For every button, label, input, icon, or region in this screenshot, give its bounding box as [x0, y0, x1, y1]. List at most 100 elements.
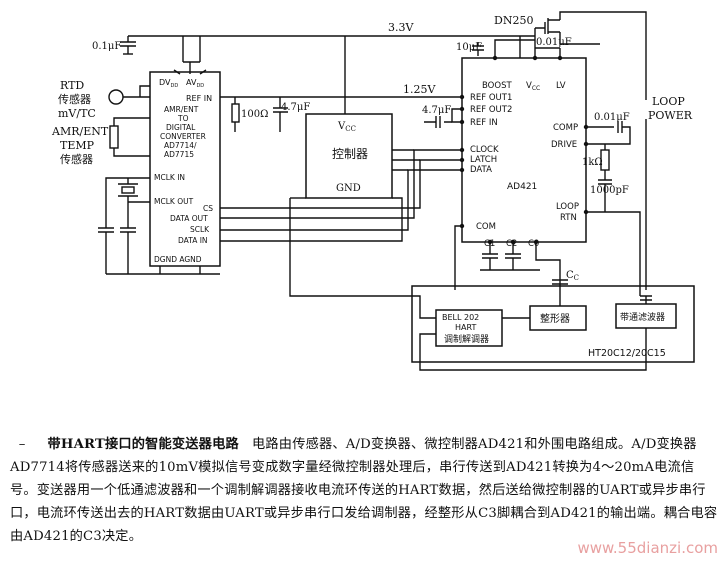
bus-mcu-ad421	[392, 149, 420, 171]
adc-box	[149, 71, 221, 267]
rtd-sensor-symbol	[108, 89, 124, 105]
ad421-lv: LV	[556, 81, 566, 91]
cap-47uf-1-label: 4.7μF	[281, 102, 310, 113]
c-pin-caps	[480, 242, 540, 271]
circuit-diagram: 3.3V 0.1μF DVDD AVDD REF IN AMR/ENT TO D…	[51, 11, 695, 371]
caption-title: 带HART接口的智能变送器电路	[47, 437, 239, 452]
mcu-name: 控制器	[332, 147, 368, 161]
rtd-wire	[123, 85, 150, 98]
cap-001uf-top-label: 0.01μF	[536, 37, 572, 48]
ad421-ref-out2: REF OUT2	[470, 105, 512, 115]
adc-mclk-in: MCLK IN	[154, 173, 185, 182]
loop-power-line1: LOOP	[652, 95, 685, 108]
adc-gnd: DGND AGND	[154, 255, 202, 264]
cap-10uf-label: 10μF	[456, 42, 482, 53]
cap-10uf	[472, 42, 484, 56]
cap-47uf-2	[424, 116, 452, 128]
adc-data-in: DATA IN	[178, 236, 208, 245]
crystal-symbol	[118, 178, 138, 202]
comp-drive-net	[586, 121, 631, 145]
com-wiring	[454, 225, 462, 290]
ad421-latch: LATCH	[470, 155, 497, 165]
mcu-gnd: GND	[336, 183, 361, 194]
adc-name-line3: DIGITAL	[166, 123, 196, 132]
adc-sclk: SCLK	[190, 225, 210, 234]
caption-body: 电路由传感器、A/D变换器、微控制器AD421和外围电路组成。A/D变换器AD7…	[10, 437, 718, 544]
adc-ground	[128, 266, 220, 275]
ad421-rtn: RTN	[560, 213, 577, 223]
adc-cs: CS	[203, 204, 213, 213]
hart-chip-label: HT20C12/20C15	[588, 348, 666, 359]
bus-data-out	[220, 149, 460, 219]
figure-caption: – 带HART接口的智能变送器电路 电路由传感器、A/D变换器、微控制器AD42…	[10, 433, 718, 548]
bus-sclk	[220, 169, 460, 231]
loop-power-line2: POWER	[648, 109, 693, 122]
ad421-loop: LOOP	[556, 202, 579, 212]
adc-pin-avdd: AVDD	[186, 78, 204, 89]
dn250-label: DN250	[494, 14, 533, 27]
adc-supply-drop	[173, 36, 207, 75]
ad421-vcc: VCC	[526, 81, 540, 92]
cap-47uf-2-label: 4.7μF	[422, 105, 451, 116]
adc-name-line5: AD7714/	[164, 141, 197, 150]
cap-01uf-left-label: 0.1μF	[92, 41, 121, 52]
ad421-ref-in: REF IN	[470, 118, 498, 128]
amr-label-2: TEMP	[60, 139, 95, 152]
crystal-load-caps	[98, 202, 136, 274]
mclk-wiring	[105, 177, 150, 203]
watermark-text: www.55dianzi.com	[577, 539, 718, 557]
mcu-to-modem	[289, 198, 436, 319]
adc-mclk-out: MCLK OUT	[154, 197, 194, 206]
ad421-c2: C2	[506, 239, 517, 249]
rtd-label-1: RTD	[60, 79, 84, 92]
ad421-com: COM	[476, 222, 496, 232]
cap-47uf-1	[273, 97, 288, 132]
amr-wire	[113, 117, 150, 157]
rtd-label-2: 传感器	[58, 93, 91, 106]
rtd-label-3: mV/TC	[58, 107, 96, 120]
bus-data-in	[220, 197, 403, 242]
ad421-data: DATA	[470, 165, 492, 175]
hart-modem-line1: BELL 202	[442, 313, 479, 322]
ad421-name: AD421	[507, 182, 537, 192]
ad421-boost: BOOST	[482, 81, 512, 91]
caption-dash: –	[10, 437, 48, 452]
mcu-vcc: VCC	[337, 121, 356, 133]
hart-modem-line3: 调制解调器	[444, 333, 489, 345]
adc-pin-dvdd: DVDD	[159, 78, 178, 89]
adc-name-line1: AMR/ENT	[164, 105, 199, 114]
amr-sensor-symbol	[109, 125, 119, 149]
ad421-drive: DRIVE	[551, 140, 577, 150]
filter-to-modem	[419, 295, 652, 371]
ad421-clock: CLOCK	[470, 145, 499, 155]
ad421-top-wiring	[494, 36, 561, 58]
bandpass-filter-label: 带通滤波器	[620, 311, 665, 323]
c0-wire	[535, 242, 561, 296]
mcu-box	[305, 113, 393, 199]
ref-out2-net	[451, 108, 462, 123]
adc-name-line6: AD7715	[164, 150, 194, 159]
hart-chip-outline	[411, 285, 695, 363]
cap-1000pf-label: 1000pF	[590, 185, 629, 196]
ad421-c0: C0	[528, 239, 539, 249]
hart-modem-line2: HART	[455, 323, 476, 332]
resistor-100-label: 100Ω	[241, 109, 268, 120]
loop-return	[586, 211, 641, 296]
dn250-symbol	[534, 11, 647, 96]
adc-name-line2: TO	[177, 114, 189, 123]
adc-ref-in: REF IN	[186, 94, 212, 103]
shaper-label: 整形器	[540, 312, 570, 325]
rail-1v25-label: 1.25V	[403, 83, 436, 96]
cc-label: CC	[566, 270, 579, 282]
amr-label-1: AMR/ENT	[51, 125, 109, 138]
amr-label-3: 传感器	[60, 153, 93, 166]
bus-cs	[220, 159, 460, 209]
cap-01uf-left	[120, 36, 136, 55]
hart-modem-box	[435, 309, 503, 347]
ad421-comp: COMP	[553, 123, 578, 133]
resistor-100	[231, 103, 240, 123]
rail-3v3-label: 3.3V	[388, 21, 414, 34]
ad421-ref-out1: REF OUT1	[470, 93, 512, 103]
adc-name-line4: CONVERTER	[160, 132, 206, 141]
resistor-1k-label: 1kΩ	[582, 157, 603, 168]
